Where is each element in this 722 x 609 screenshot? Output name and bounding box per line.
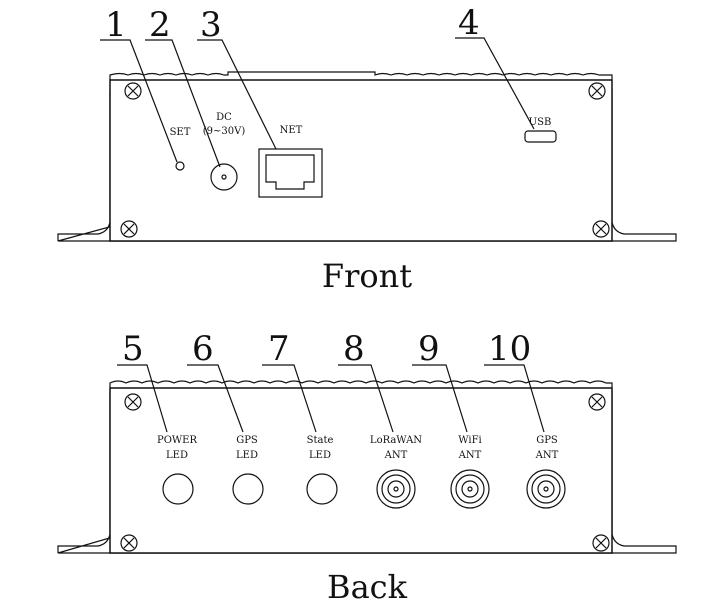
state-led [306,473,338,505]
screw-icon [120,534,138,552]
set-label: SET [170,127,191,138]
wifi-antenna-connector[interactable] [450,469,490,509]
port-label: ANT [535,450,559,461]
callout-leader-line [455,37,535,130]
callout-number: 5 [122,329,144,369]
port-label: POWER [157,435,198,446]
callout-number: 1 [105,5,127,45]
front-device-body [109,79,613,242]
callout-number: 6 [192,329,214,369]
callout-number: 8 [343,329,365,369]
port-label: ANT [384,450,408,461]
lorawan-antenna-connector[interactable] [376,469,416,509]
callout-leader-line [145,39,221,168]
ethernet-port[interactable] [258,148,323,198]
port-label: LED [236,450,258,461]
port-label: ANT [458,450,482,461]
back-view: POWER LED GPS LED State LED LoRaWAN ANT … [57,329,677,606]
dc-range-label: (9~30V) [203,126,246,137]
dc-label: DC [216,112,232,123]
port-label: LED [309,450,331,461]
callout-leader-line [187,364,244,433]
port-label: LoRaWAN [370,435,422,446]
usb-port[interactable] [524,130,557,143]
screw-icon [588,82,606,100]
port-label: State [307,435,334,446]
gps-antenna-connector[interactable] [526,469,566,509]
back-caption: Back [327,568,408,606]
screw-icon [124,82,142,100]
back-device-body [109,387,613,554]
callout-leader-line [484,364,545,433]
callout-leader-line [100,39,178,163]
gps-led [232,473,264,505]
front-top-ribs [109,71,613,80]
port-label: GPS [236,435,258,446]
screw-icon [120,220,138,238]
net-label: NET [280,125,303,136]
power-led [162,473,194,505]
callout-leader-line [412,364,468,433]
port-label: GPS [536,435,558,446]
port-label: WiFi [458,435,481,446]
callout-leader-line [338,364,394,433]
front-view: SET DC (9~30V) NET USB 1 2 3 4 Front [57,3,677,295]
port-label: LED [166,450,188,461]
screw-icon [588,393,606,411]
callout-leader-line [197,39,277,150]
screw-icon [592,220,610,238]
callout-leader-line [262,364,317,433]
callout-number: 10 [488,329,531,369]
screw-icon [592,534,610,552]
callout-number: 3 [200,5,222,45]
callout-number: 7 [268,329,290,369]
callout-number: 2 [149,5,171,45]
callout-number: 4 [458,3,480,43]
callout-leader-line [117,364,168,433]
set-button-hole[interactable] [175,161,185,171]
usb-label: USB [529,117,552,128]
back-top-ribs [109,380,613,388]
front-caption: Front [322,257,412,295]
callout-number: 9 [418,329,440,369]
dc-power-jack[interactable] [210,163,238,191]
screw-icon [124,393,142,411]
